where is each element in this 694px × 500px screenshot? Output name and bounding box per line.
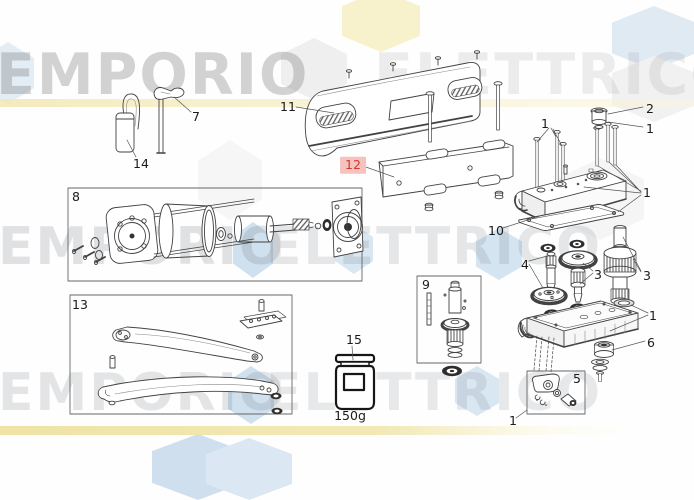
- part-label-1: 1: [509, 412, 517, 428]
- gear-cluster-drawing: [530, 225, 637, 319]
- part-label-11: 11: [280, 98, 296, 114]
- shaft-kit-box: [416, 275, 482, 364]
- grease-weight-label: 150g: [334, 407, 366, 423]
- o-ring: [346, 209, 362, 239]
- output-shaft: [603, 225, 637, 305]
- part-label-3: 3: [594, 266, 602, 282]
- motor-cover-drawing: [304, 50, 503, 157]
- part-label-1: 1: [649, 307, 657, 323]
- worm-wheel-shaft: [545, 251, 557, 293]
- pinion-shaft: [570, 267, 586, 303]
- cover-screws: [345, 50, 481, 79]
- leader-lines: [126, 96, 649, 419]
- part-label-10: 10: [488, 222, 504, 238]
- bushing-drawing: [591, 341, 614, 382]
- part-label-1: 1: [541, 115, 549, 131]
- motor-group-box: [67, 187, 364, 282]
- housing-screws: [533, 121, 619, 207]
- cover-plate-drawing: [518, 204, 625, 231]
- part-label-14: 14: [133, 155, 149, 171]
- part-label-1: 1: [646, 120, 654, 136]
- part-label-12-highlighted: 12: [340, 156, 366, 174]
- flat-gear: [558, 250, 598, 270]
- part-label-2: 2: [646, 100, 654, 116]
- release-key-drawing: [153, 87, 185, 154]
- part-label-7: 7: [192, 108, 200, 124]
- curved-arm: [97, 376, 279, 403]
- part-label-8: 8: [72, 188, 80, 204]
- part-label-3: 3: [643, 267, 651, 283]
- part-label-15: 15: [346, 331, 362, 347]
- part-label-1: 1: [643, 184, 651, 200]
- part-label-4: 4: [521, 256, 529, 272]
- part-label-13: 13: [72, 296, 88, 312]
- part-label-5: 5: [573, 370, 581, 386]
- motor-rotor: [234, 215, 314, 243]
- flat-gear: [530, 286, 568, 306]
- capacitor-drawing: [115, 93, 140, 153]
- long-screws: [425, 81, 503, 143]
- release-lever-box: [526, 370, 586, 415]
- motor-stator: [158, 203, 217, 259]
- breather-cap-drawing: [590, 107, 608, 129]
- motor-end-cap: [105, 198, 255, 264]
- straight-arm: [112, 326, 263, 363]
- yellow-stripe: [0, 426, 694, 435]
- grease-jar-drawing: [334, 353, 376, 411]
- mounting-bracket-drawing: [378, 139, 514, 212]
- lower-housing-drawing: [517, 300, 639, 373]
- part-label-6: 6: [647, 334, 655, 350]
- arm-group-box: [69, 294, 293, 415]
- part-label-9: 9: [422, 276, 430, 292]
